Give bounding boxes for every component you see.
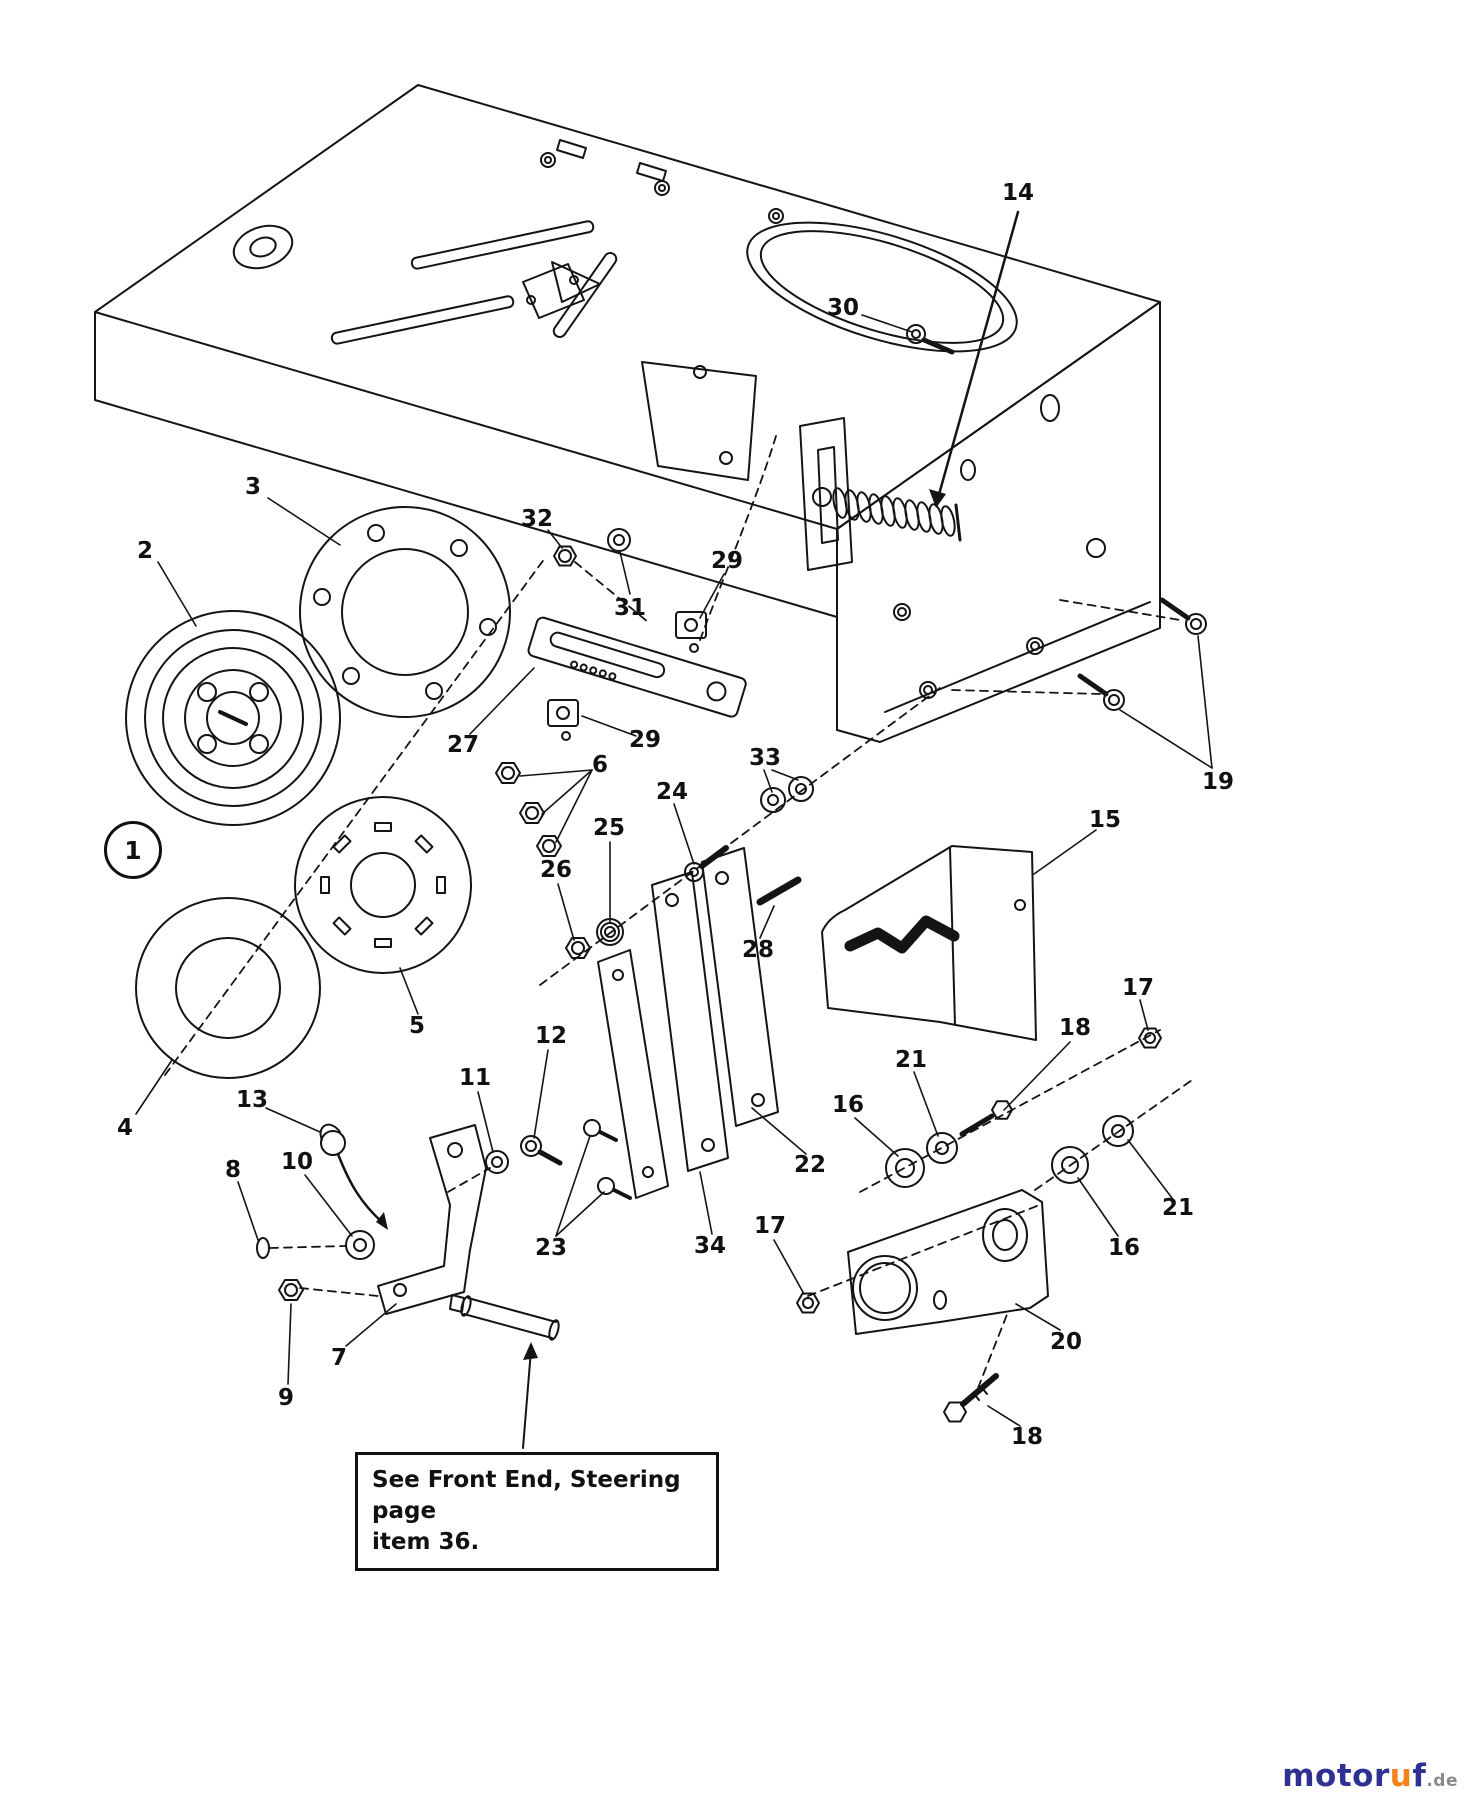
part-label-18: 18 xyxy=(1010,1424,1044,1450)
part-label-17: 17 xyxy=(753,1213,787,1239)
part-label-5: 5 xyxy=(408,1013,426,1039)
nut-26 xyxy=(565,937,591,959)
part-label-13: 13 xyxy=(235,1087,269,1113)
part-label-27: 27 xyxy=(446,732,480,758)
nut-32 xyxy=(553,545,577,567)
part-label-8: 8 xyxy=(224,1157,242,1183)
shaft-rod xyxy=(449,1294,560,1341)
watermark-text-main2: f xyxy=(1412,1758,1427,1794)
part-label-6: 6 xyxy=(591,752,609,778)
watermark-text-accent: u xyxy=(1389,1758,1413,1794)
bracket-15 xyxy=(821,845,1037,1041)
part-label-28: 28 xyxy=(741,937,775,963)
bolt-18a xyxy=(959,1100,1013,1137)
watermark-logo: motoruf.de xyxy=(1282,1758,1458,1794)
note-line-2: item 36. xyxy=(372,1529,480,1556)
part-label-15: 15 xyxy=(1088,807,1122,833)
plate-22 xyxy=(701,847,779,1127)
tension-spring xyxy=(812,487,962,542)
part-label-29: 29 xyxy=(710,548,744,574)
screws-23 xyxy=(583,1119,632,1200)
nuts-6 xyxy=(495,762,562,857)
part-label-30: 30 xyxy=(826,295,860,321)
lever-bracket-7 xyxy=(377,1124,487,1315)
strip-plate-23 xyxy=(597,949,669,1199)
part-label-32: 32 xyxy=(520,506,554,532)
part-label-1: 1 xyxy=(104,821,162,879)
nut-9 xyxy=(278,1279,304,1301)
bolts-19 xyxy=(1077,597,1207,711)
part-label-21: 21 xyxy=(894,1047,928,1073)
part-label-17: 17 xyxy=(1121,975,1155,1001)
washer-21a xyxy=(926,1132,958,1164)
ring-8 xyxy=(256,1237,270,1259)
part-label-34: 34 xyxy=(693,1233,727,1259)
watermark-text-suffix: .de xyxy=(1426,1771,1458,1791)
part-label-14: 14 xyxy=(1001,180,1035,206)
bolt-12 xyxy=(520,1135,563,1166)
cotter-clip-13 xyxy=(319,1123,388,1230)
part-label-2: 2 xyxy=(136,538,154,564)
part-label-20: 20 xyxy=(1049,1329,1083,1355)
part-label-24: 24 xyxy=(655,779,689,805)
backing-plate-5 xyxy=(294,796,472,974)
part-label-16: 16 xyxy=(1107,1235,1141,1261)
washer-disc-4 xyxy=(135,897,321,1079)
clip-29a xyxy=(675,611,707,653)
part-label-33: 33 xyxy=(748,745,782,771)
brake-drum-3 xyxy=(299,506,511,718)
part-label-3: 3 xyxy=(244,474,262,500)
part-label-4: 4 xyxy=(116,1115,134,1141)
part-label-12: 12 xyxy=(534,1023,568,1049)
part-label-16: 16 xyxy=(831,1092,865,1118)
part-label-29: 29 xyxy=(628,727,662,753)
pin-28 xyxy=(756,876,802,906)
part-label-9: 9 xyxy=(277,1385,295,1411)
bolt-18b xyxy=(943,1373,999,1423)
part-label-18: 18 xyxy=(1058,1015,1092,1041)
washer-31 xyxy=(607,528,631,552)
plate-34 xyxy=(651,871,729,1172)
part-label-7: 7 xyxy=(330,1345,348,1371)
washer-21b xyxy=(1102,1115,1134,1147)
bracket-20 xyxy=(847,1189,1049,1335)
clip-29b xyxy=(547,699,579,741)
part-label-23: 23 xyxy=(534,1235,568,1261)
note-line-1: See Front End, Steering page xyxy=(372,1467,681,1525)
note-box: See Front End, Steering page item 36. xyxy=(355,1452,719,1572)
part-label-19: 19 xyxy=(1201,769,1235,795)
part-label-10: 10 xyxy=(280,1149,314,1175)
spacer-16b xyxy=(1051,1146,1089,1184)
deck-opening xyxy=(746,221,1018,353)
assembly-axis-lines xyxy=(164,435,1196,1389)
part-label-31: 31 xyxy=(613,595,647,621)
pulley-2 xyxy=(125,610,341,826)
washers-33 xyxy=(760,776,814,813)
bolt-30 xyxy=(906,324,955,355)
part-label-11: 11 xyxy=(458,1065,492,1091)
note-arrow xyxy=(522,1342,538,1449)
spacer-16a xyxy=(885,1148,925,1188)
part-label-22: 22 xyxy=(793,1152,827,1178)
part-label-21: 21 xyxy=(1161,1195,1195,1221)
leader-lines xyxy=(135,210,1213,1427)
watermark-text-main: motor xyxy=(1282,1758,1390,1794)
nut-11 xyxy=(485,1150,509,1174)
washer-10 xyxy=(345,1230,375,1260)
chassis-frame xyxy=(94,84,1161,743)
control-panel-27 xyxy=(527,616,747,718)
part-label-26: 26 xyxy=(539,857,573,883)
part-label-25: 25 xyxy=(592,815,626,841)
